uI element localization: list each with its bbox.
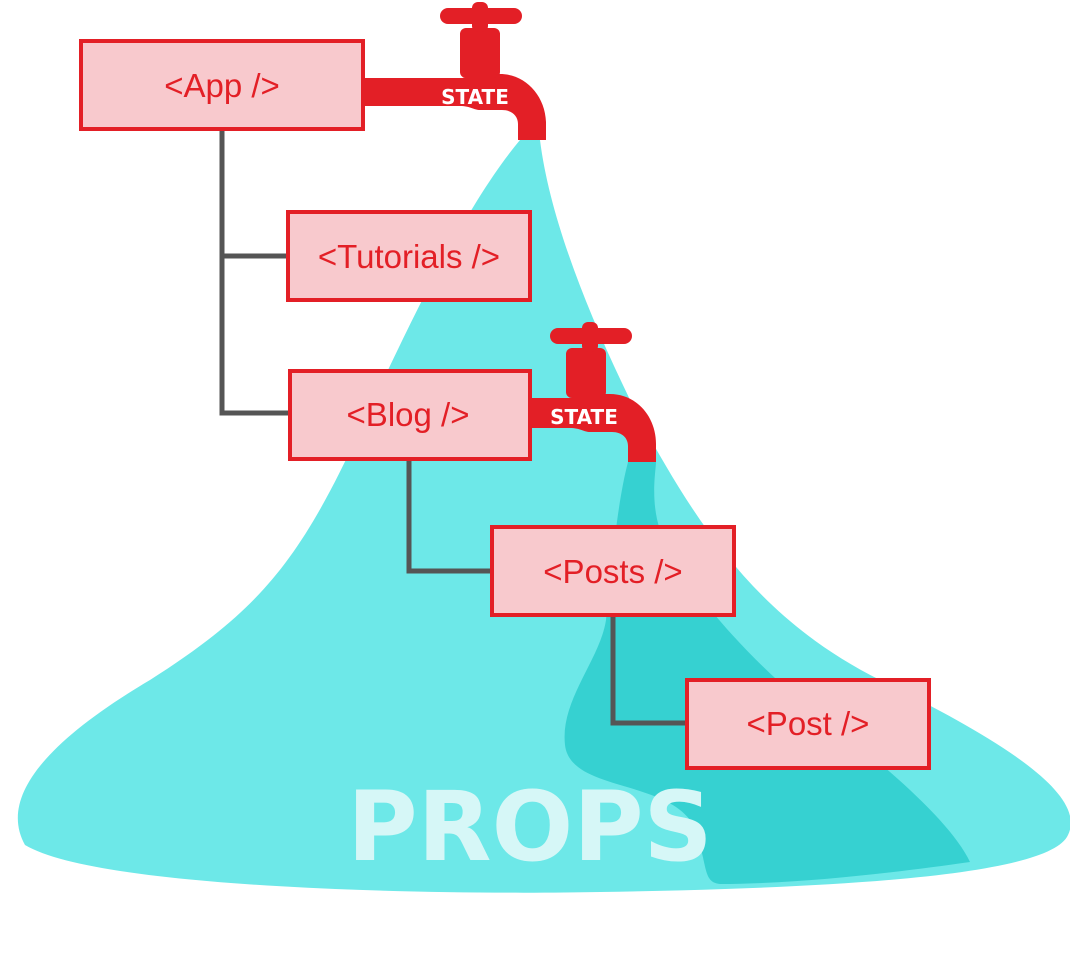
node-app-label: <App /> (164, 67, 280, 104)
faucet-top-pipe (362, 74, 546, 140)
tree-connectors (219, 130, 687, 726)
faucet-top-handle-neck (472, 2, 488, 32)
node-tutorials: <Tutorials /> (286, 210, 532, 302)
node-post-label: <Post /> (747, 705, 870, 742)
connector-blog-posts (406, 460, 492, 574)
node-posts-label: <Posts /> (543, 553, 682, 590)
connector-posts-post (610, 616, 687, 726)
node-app: <App /> (79, 39, 365, 131)
node-blog-box (288, 369, 532, 461)
faucet-middle-pipe (530, 394, 656, 462)
faucet-middle-state-label: STATE (550, 405, 618, 429)
node-posts-box (490, 525, 736, 617)
node-tutorials-box (286, 210, 532, 302)
faucet-top-stem (460, 28, 500, 78)
faucet-top (362, 2, 546, 140)
node-posts: <Posts /> (490, 525, 736, 617)
faucet-top-state-label: STATE (441, 85, 509, 109)
faucet-middle-stem (566, 348, 606, 398)
node-blog: <Blog /> (288, 369, 532, 461)
node-post: <Post /> (685, 678, 931, 770)
node-post-box (685, 678, 931, 770)
props-label: PROPS (347, 771, 712, 883)
node-app-box (79, 39, 365, 131)
faucet-middle (530, 322, 656, 462)
node-tutorials-label: <Tutorials /> (318, 238, 500, 275)
node-blog-label: <Blog /> (347, 396, 470, 433)
faucet-middle-handle-neck (582, 322, 598, 352)
connector-app-children (219, 130, 290, 416)
